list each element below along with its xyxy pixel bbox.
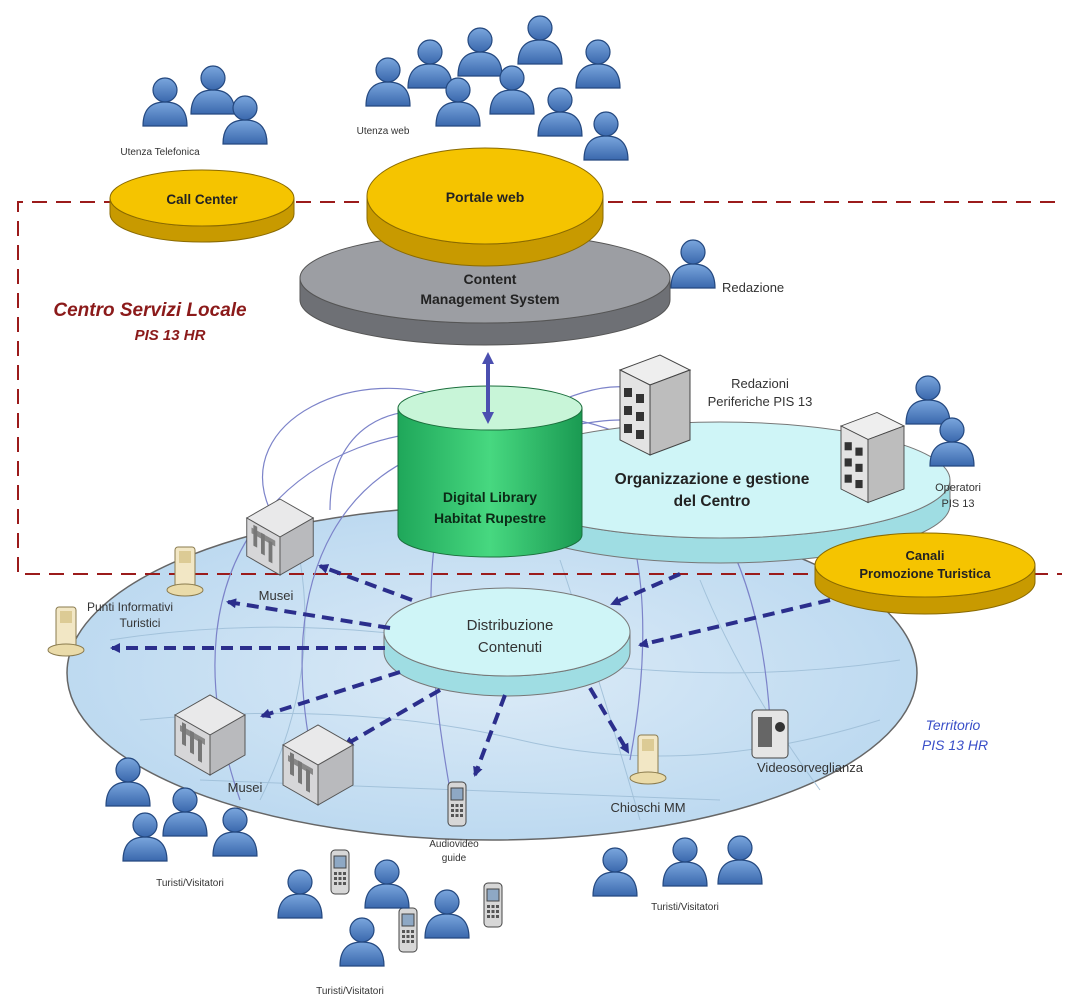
turisti-bottom-label: Turisti/Visitatori xyxy=(316,986,384,997)
kiosk-icon-2 xyxy=(47,606,85,657)
chioschi-label: Chioschi MM xyxy=(610,800,685,815)
canali-node: Canali Promozione Turistica xyxy=(814,532,1036,615)
musei-top-label: Musei xyxy=(259,588,294,603)
call-center-label: Call Center xyxy=(166,192,238,207)
camera-icon xyxy=(751,709,789,759)
distribuzione-label-line2: Contenuti xyxy=(478,639,542,656)
phone-icon-3 xyxy=(483,882,503,928)
people-group-turisti-right xyxy=(592,835,763,897)
digital-library-label-line2: Habitat Rupestre xyxy=(434,510,546,526)
portale-web-node: Portale web xyxy=(366,147,604,267)
cms-label-line1: Content xyxy=(464,271,517,287)
operatori-label-line1: Operatori xyxy=(935,482,981,494)
person-redazione xyxy=(670,239,716,289)
redazioni-label-line1: Redazioni xyxy=(731,376,789,391)
digital-library-label-line1: Digital Library xyxy=(443,489,537,505)
musei-bottom-label: Musei xyxy=(228,780,263,795)
distribuzione-node: Distribuzione Contenuti xyxy=(383,587,631,697)
distribuzione-label-line1: Distribuzione xyxy=(467,617,554,634)
audiovideo-label-line1: Audiovideo xyxy=(429,839,479,850)
redazioni-label-line2: Periferiche PIS 13 xyxy=(708,394,813,409)
canali-label-line2: Promozione Turistica xyxy=(859,566,991,581)
turisti-right-label: Turisti/Visitatori xyxy=(651,902,719,913)
phone-icon-2 xyxy=(398,907,418,953)
redazione-label: Redazione xyxy=(722,280,784,295)
cms-node: Content Management System xyxy=(299,232,671,346)
call-center-node: Call Center xyxy=(109,169,295,243)
cms-label-line2: Management System xyxy=(420,291,559,307)
organizzazione-label-line2: del Centro xyxy=(674,493,751,510)
territory-label-line1: Territorio xyxy=(926,717,981,733)
canali-label-line1: Canali xyxy=(905,548,944,563)
organizzazione-label-line1: Organizzazione e gestione xyxy=(615,471,810,488)
office-icon-operatori xyxy=(840,412,905,503)
people-group-utenza-telefonica xyxy=(142,65,268,145)
phone-icon-1 xyxy=(330,849,350,895)
territory-label-line2: PIS 13 HR xyxy=(922,737,988,753)
distribution-arrows xyxy=(110,564,831,777)
organizzazione-node: Organizzazione e gestione del Centro xyxy=(489,421,951,564)
center-label-line2: PIS 13 HR xyxy=(135,327,206,344)
people-group-turisti-bottom xyxy=(277,859,470,967)
people-group-utenza-web xyxy=(365,15,629,161)
center-label-line1: Centro Servizi Locale xyxy=(53,300,247,321)
punti-label-line2: Turistici xyxy=(120,616,161,630)
operatori-label-line2: PIS 13 xyxy=(941,498,974,510)
audiovideo-label-line2: guide xyxy=(442,853,467,864)
punti-label-line1: Punti Informativi xyxy=(87,600,173,614)
portale-web-label: Portale web xyxy=(446,189,525,205)
utenza-web-label: Utenza web xyxy=(357,126,410,137)
office-icon-redazioni xyxy=(619,354,691,456)
turisti-left-label: Turisti/Visitatori xyxy=(156,878,224,889)
utenza-telefonica-label: Utenza Telefonica xyxy=(120,147,200,158)
videosorveglianza-label: Videosorveglianza xyxy=(757,760,864,775)
phone-icon-audiovideo xyxy=(447,781,467,827)
